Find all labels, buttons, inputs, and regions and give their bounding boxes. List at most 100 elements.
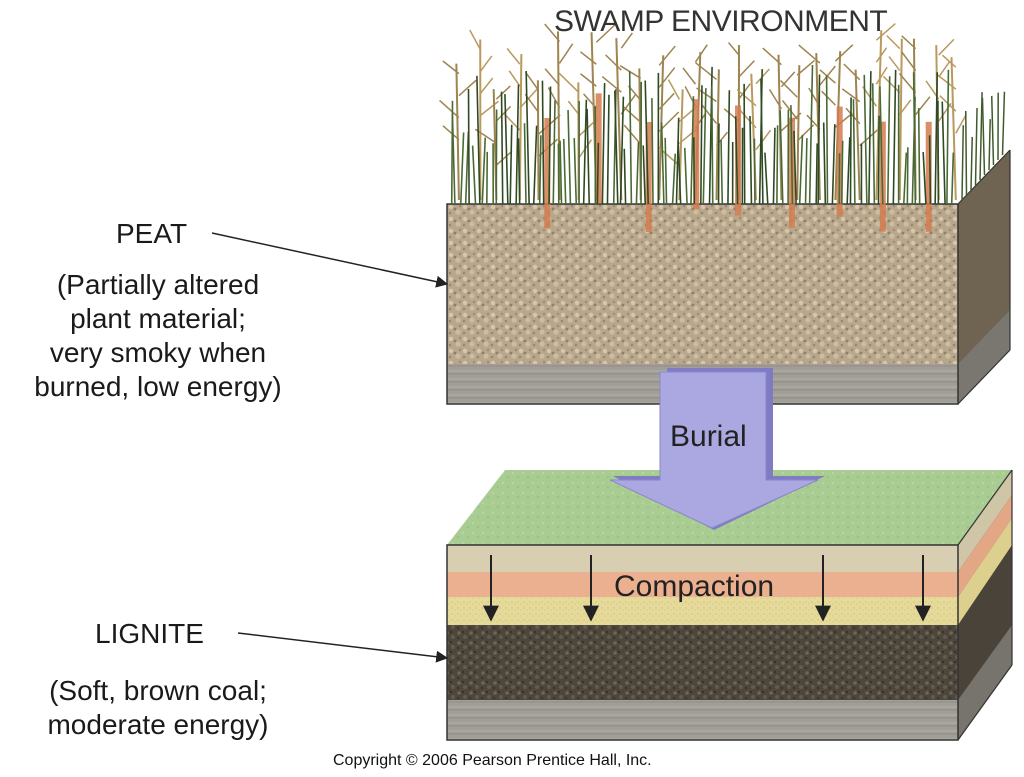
vegetation-stroke — [950, 57, 957, 201]
vegetation-stroke — [700, 85, 703, 205]
vegetation-stroke — [892, 69, 897, 205]
vegetation-stroke — [664, 137, 668, 205]
vegetation-stroke — [601, 83, 606, 205]
vegetation-stroke — [595, 22, 617, 43]
vegetation-stroke — [677, 140, 682, 205]
vegetation-stroke — [711, 86, 714, 205]
vegetation-stroke — [941, 101, 946, 205]
vegetation-stroke — [642, 145, 647, 205]
lignite-block-base — [447, 700, 958, 740]
vegetation-stroke — [469, 29, 482, 50]
vegetation-stroke — [544, 118, 551, 229]
burial-arrow — [609, 368, 825, 530]
lignite-leader-line — [237, 632, 449, 663]
vegetation-stroke — [479, 77, 494, 94]
vegetation-stroke — [852, 99, 856, 205]
vegetation-stroke — [694, 44, 708, 63]
vegetation-stroke — [821, 90, 836, 106]
vegetation-stroke — [567, 110, 572, 205]
vegetation-stroke — [558, 43, 574, 64]
vegetation-stroke — [700, 103, 718, 124]
vegetation-stroke — [467, 88, 470, 205]
vegetation-stroke — [928, 135, 932, 205]
vegetation-stroke — [660, 122, 665, 205]
peat-description-line: very smoky when — [49, 337, 267, 368]
vegetation-stroke — [979, 92, 983, 181]
lignite-description-line: (Soft, brown coal; — [49, 675, 267, 706]
vegetation-stroke — [798, 44, 821, 64]
vegetation-stroke — [495, 150, 513, 166]
vegetation-stroke — [819, 69, 836, 84]
vegetation-stroke — [715, 69, 720, 201]
vegetation-stroke — [682, 67, 697, 85]
vegetation-stroke — [875, 30, 883, 201]
vegetation-stroke — [901, 51, 917, 72]
vegetation-stroke — [623, 124, 642, 145]
vegetation-stroke — [849, 97, 852, 205]
vegetation-stroke — [667, 79, 681, 100]
vegetation-stroke — [481, 137, 487, 205]
vegetation-stroke — [586, 108, 591, 205]
vegetation-stroke — [606, 94, 610, 205]
vegetation-stroke — [658, 67, 676, 88]
vegetation-stroke — [582, 99, 588, 205]
vegetation-stroke — [495, 105, 512, 122]
vegetation-stroke — [525, 70, 530, 205]
vegetation-stroke — [506, 48, 521, 65]
vegetation-stroke — [834, 44, 854, 62]
vegetation-stroke — [798, 134, 804, 205]
vegetation-stroke — [817, 74, 821, 205]
vegetation-stroke — [845, 107, 861, 125]
vegetation-stroke — [552, 100, 556, 205]
vegetation-stroke — [950, 152, 955, 205]
vegetation-stroke — [760, 79, 764, 205]
vegetation-stroke — [841, 88, 861, 103]
layer-salmon — [447, 572, 958, 597]
vegetation-stroke — [525, 71, 540, 91]
vegetation-stroke — [936, 74, 957, 90]
vegetation-stroke — [974, 108, 978, 186]
vegetation-stroke — [651, 98, 654, 205]
peat-layer — [447, 204, 958, 364]
diagram-title: SWAMP ENVIRONMENT — [554, 5, 888, 38]
vegetation-stroke — [822, 122, 827, 205]
vegetation-stroke — [536, 80, 540, 201]
vegetation-stroke — [580, 73, 597, 87]
vegetation-stroke — [925, 121, 932, 232]
vegetation-stroke — [938, 38, 955, 56]
vegetation-stroke — [645, 121, 652, 232]
vegetation-stroke — [781, 100, 798, 120]
vegetation-stroke — [548, 86, 552, 205]
vegetation-stroke — [755, 129, 772, 151]
vegetation-stroke — [946, 69, 950, 205]
compaction-label: Compaction — [614, 570, 775, 603]
vegetation-stroke — [523, 123, 527, 205]
peat-description-line: plant material; — [70, 303, 246, 334]
vegetation-stroke — [780, 80, 798, 98]
lignite-description-line: moderate energy) — [47, 709, 269, 740]
vegetation-stroke — [562, 139, 567, 205]
vegetation-stroke — [955, 114, 967, 134]
vegetation-stroke — [601, 76, 622, 93]
vegetation-stroke — [455, 63, 460, 201]
vegetation-stroke — [544, 68, 561, 86]
vegetation-stroke — [915, 96, 931, 116]
vegetation-stroke — [471, 145, 477, 205]
vegetation-stroke — [886, 76, 891, 205]
vegetation-stroke — [776, 125, 779, 205]
vegetation-stroke — [727, 42, 740, 56]
vegetation-stroke — [464, 131, 470, 205]
peat-block — [446, 149, 1011, 405]
peat-label: PEAT — [116, 218, 188, 249]
layer-beige — [447, 545, 958, 572]
vegetation-stroke — [912, 72, 917, 205]
vegetation-stroke — [825, 75, 829, 205]
vegetation-stroke — [579, 51, 597, 65]
peat-description-line: (Partially altered — [56, 269, 260, 300]
vegetation-stroke — [1001, 91, 1006, 156]
vegetation-stroke — [875, 66, 888, 85]
vegetation-stroke — [735, 105, 742, 216]
vegetation-stroke — [559, 140, 563, 205]
vegetation-stroke — [517, 138, 521, 205]
